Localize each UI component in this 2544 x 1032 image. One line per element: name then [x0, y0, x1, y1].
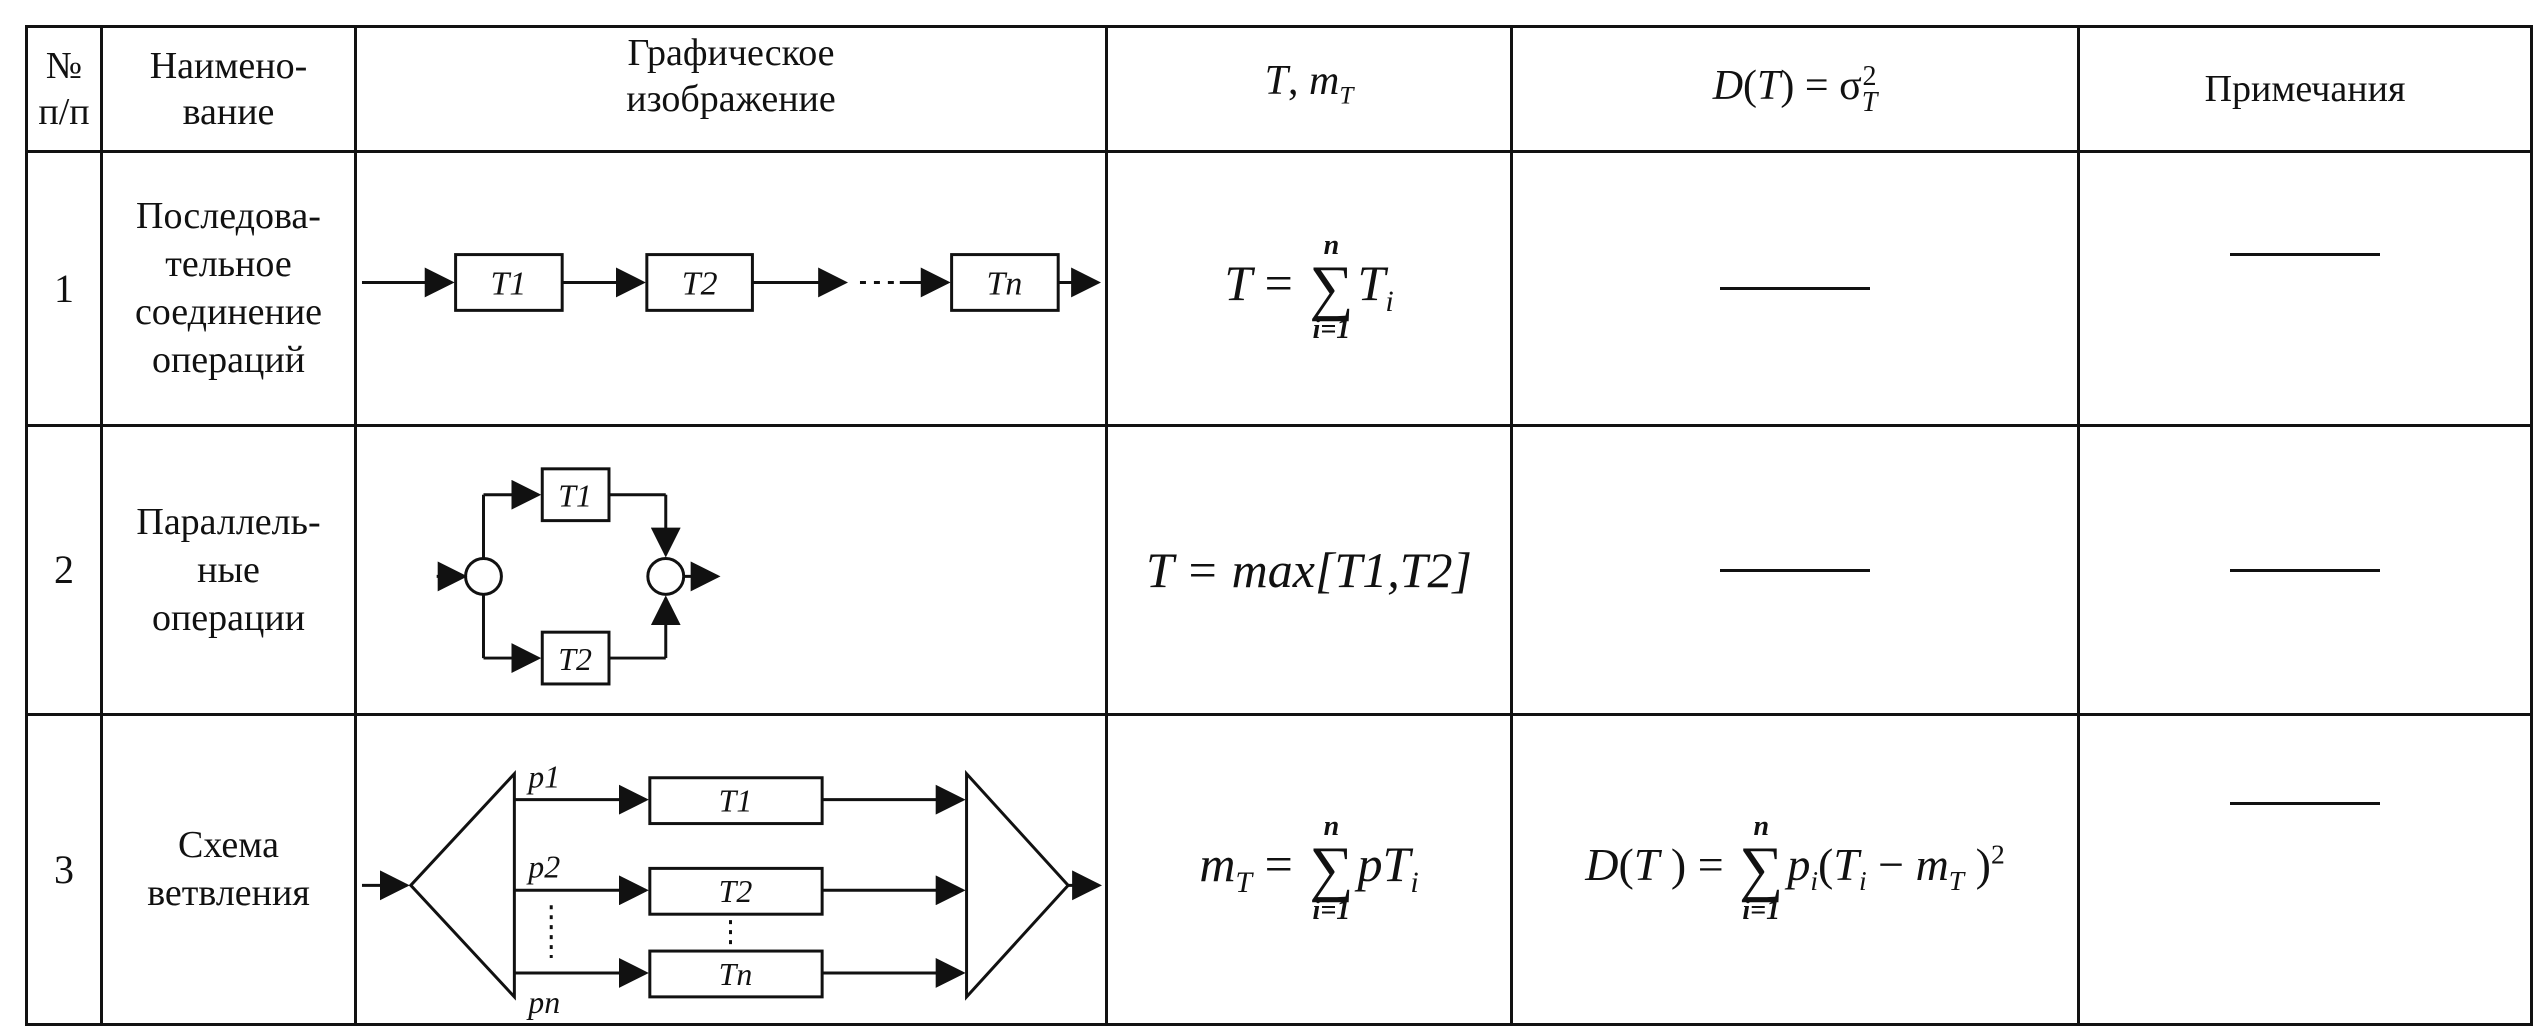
row-num: 2 — [25, 423, 103, 716]
parallel-diagram: T1 T2 — [354, 423, 1108, 716]
row-note — [2077, 423, 2533, 716]
header-notes: Примечания — [2077, 25, 2533, 153]
row-num: 3 — [25, 712, 103, 1026]
box-label: T2 — [719, 874, 753, 909]
row-num: 1 — [25, 150, 103, 427]
prob-label: pn — [526, 985, 560, 1020]
serial-diagram: T1 T2 Tn — [354, 150, 1108, 427]
row-formula: T = max[T1,T2] — [1105, 423, 1513, 716]
box-label: T1 — [558, 479, 592, 514]
empty-dash — [1720, 568, 1870, 572]
empty-dash — [2230, 801, 2380, 805]
row-note — [2077, 712, 2533, 1026]
serial-flow-svg: T1 T2 Tn — [361, 253, 1102, 312]
box-label: T2 — [682, 265, 718, 302]
empty-dash — [1720, 287, 1870, 291]
row-note — [2077, 150, 2533, 427]
box-label: T1 — [491, 265, 527, 302]
box-label: T1 — [719, 783, 753, 818]
branch-diagram: T1 T2 Tn p1 p2 pn — [354, 712, 1108, 1026]
row-dt — [1510, 150, 2080, 427]
parallel-flow-svg: T1 T2 — [436, 467, 721, 686]
header-tm: T, mT — [1105, 25, 1513, 153]
box-label: Tn — [719, 957, 753, 992]
empty-dash — [2230, 252, 2380, 256]
row-dt — [1510, 423, 2080, 716]
branch-flow-svg: T1 T2 Tn p1 p2 pn — [361, 759, 1103, 1020]
prob-label: p1 — [526, 759, 560, 794]
box-label: T2 — [558, 642, 592, 677]
empty-dash — [2230, 568, 2380, 572]
box-label: Tn — [987, 265, 1023, 302]
header-name: Наимено-вание — [100, 25, 357, 153]
prob-label: p2 — [526, 849, 560, 884]
